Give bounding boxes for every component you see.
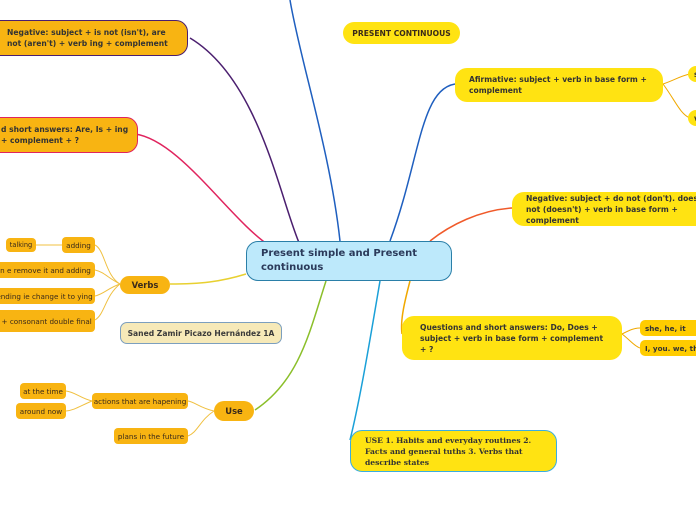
connector-use-simple xyxy=(349,280,381,441)
verbs-item-adding[interactable]: adding xyxy=(62,237,95,253)
verbs-item-double-final[interactable]: l + consonant double final xyxy=(0,310,95,332)
verbs-node[interactable]: Verbs xyxy=(120,276,170,294)
verbs-item-remove-e[interactable]: in e remove it and adding xyxy=(0,262,95,278)
central-topic[interactable]: Present simple and Present continuous xyxy=(246,241,452,281)
affirmative-child-s[interactable]: s xyxy=(688,66,696,82)
connector-red xyxy=(134,133,271,247)
negative-simple-node[interactable]: Negative: subject + do not (don't). does… xyxy=(512,192,696,226)
use-sub-at-the-time[interactable]: at the time xyxy=(20,383,66,399)
connector-use xyxy=(254,280,327,411)
verbs-item-ie-ying[interactable]: ending ie change it to ying xyxy=(0,288,95,304)
use-sub-around-now[interactable]: around now xyxy=(16,403,66,419)
author-node[interactable]: Saned Zamir Picazo Hernández 1A xyxy=(120,322,282,344)
connector-verbs xyxy=(169,273,247,285)
affirmative-child-v[interactable]: v xyxy=(688,110,696,126)
connector-negative-simple xyxy=(429,207,513,242)
use-simple-node[interactable]: USE 1. Habits and everyday routines 2. F… xyxy=(350,430,557,472)
connector-top-purple xyxy=(189,37,301,246)
questions-child-i-you-we-they[interactable]: I, you. we, they xyxy=(640,340,696,356)
use-item-plans-future[interactable]: plans in the future xyxy=(114,428,188,444)
title-node[interactable]: PRESENT CONTINUOUS xyxy=(343,22,460,44)
negative-continuous-node[interactable]: Negative: subject + is not (isn't), are … xyxy=(0,20,188,56)
use-item-actions-happening[interactable]: actions that are hapening xyxy=(92,393,188,409)
use-node[interactable]: Use xyxy=(214,401,254,421)
questions-child-she-he-it[interactable]: she, he, it xyxy=(640,320,696,336)
connector-top xyxy=(289,0,341,242)
connector-affirmative xyxy=(389,83,456,242)
questions-continuous-node[interactable]: d short answers: Are, Is + ing + complem… xyxy=(0,117,138,153)
questions-simple-node[interactable]: Questions and short answers: Do, Does + … xyxy=(402,316,622,360)
connector-questions-simple xyxy=(400,280,411,335)
affirmative-node[interactable]: Afirmative: subject + verb in base form … xyxy=(455,68,663,102)
verbs-sub-talking[interactable]: talking xyxy=(6,238,36,252)
